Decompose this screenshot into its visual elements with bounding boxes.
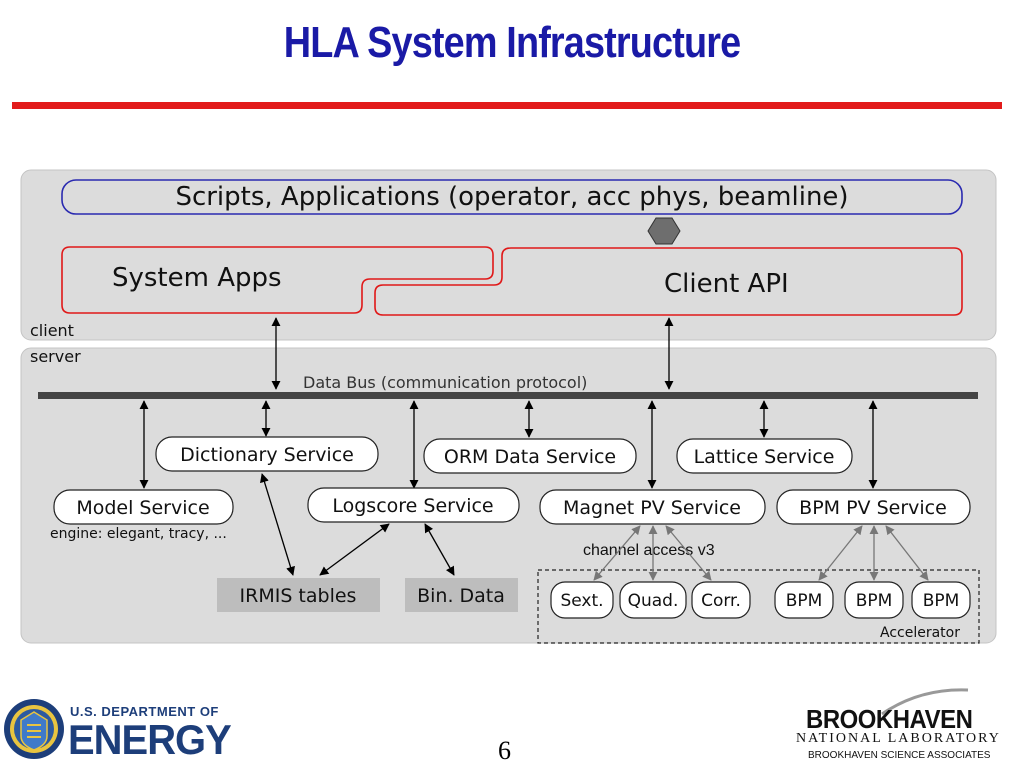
bnl-subtitle-text: NATIONAL LABORATORY <box>796 731 1001 746</box>
bpm-box-3 <box>911 581 971 619</box>
corrector-label: Corr. <box>701 591 741 611</box>
sextupole-box <box>550 581 614 619</box>
bnl-swoosh-icon <box>881 688 969 716</box>
dictionary-service-box <box>155 436 379 472</box>
bpm-pv-service-box <box>776 489 971 525</box>
lattice-service-box <box>676 438 853 474</box>
engine-note: engine: elegant, tracy, ... <box>50 526 227 542</box>
model-service-label: Model Service <box>76 497 209 519</box>
hla-architecture-diagram: Scripts, Applications (operator, acc phy… <box>20 169 997 644</box>
bpm-pv-service-label: BPM PV Service <box>799 497 947 519</box>
magnet-pv-service-label: Magnet PV Service <box>563 497 741 519</box>
logscore-irmis-arrow <box>319 523 390 576</box>
logscore-bindata-arrow <box>424 523 455 576</box>
accelerator-label: Accelerator <box>880 625 960 641</box>
channel-access-label: channel access v3 <box>583 542 715 559</box>
sextupole-label: Sext. <box>560 591 603 611</box>
bin-data-label: Bin. Data <box>417 585 505 607</box>
dictionary-irmis-arrow <box>260 473 295 576</box>
doe-energy-text: ENERGY <box>68 716 232 763</box>
bnl-associates-text: BROOKHAVEN SCIENCE ASSOCIATES <box>808 750 991 761</box>
scripts-applications-label: Scripts, Applications (operator, acc phy… <box>175 182 848 212</box>
scripts-applications-box <box>61 179 963 215</box>
bpm-pv-bpm1-arrow <box>818 525 863 581</box>
orm-data-service-label: ORM Data Service <box>444 446 616 468</box>
title-underline <box>12 102 1002 109</box>
accelerator-region <box>537 569 980 644</box>
data-bus-label: Data Bus (communication protocol) <box>303 373 587 392</box>
system-apps-box <box>61 246 494 314</box>
lattice-service-label: Lattice Service <box>694 446 835 468</box>
bin-data-box <box>405 578 518 612</box>
quadrupole-label: Quad. <box>628 591 679 611</box>
model-service-box <box>53 489 234 525</box>
page-number: 6 <box>498 736 511 765</box>
bnl-name-text: BROOKHAVEN <box>806 704 973 734</box>
quadrupole-box <box>619 581 687 619</box>
hexagon-connector-icon <box>647 217 681 245</box>
doe-seal-icon <box>4 699 64 759</box>
bpm-label-2: BPM <box>856 591 893 611</box>
magnet-pv-sext-arrow <box>593 525 641 581</box>
client-label: client <box>30 321 74 340</box>
slide-title: HLA System Infrastructure <box>283 18 741 67</box>
magnet-pv-service-box <box>539 489 766 525</box>
doe-department-text: U.S. DEPARTMENT OF <box>70 704 219 719</box>
irmis-tables-box <box>217 578 380 612</box>
data-bus <box>38 392 978 399</box>
corrector-box <box>691 581 751 619</box>
logscore-service-box <box>307 487 520 523</box>
irmis-tables-label: IRMIS tables <box>240 585 357 607</box>
bpm-label-1: BPM <box>786 591 823 611</box>
system-apps-label: System Apps <box>112 263 282 293</box>
magnet-pv-corr-arrow <box>665 525 712 581</box>
bpm-box-1 <box>774 581 834 619</box>
server-label: server <box>30 347 81 366</box>
client-api-label: Client API <box>664 269 789 299</box>
orm-data-service-box <box>423 438 637 474</box>
logscore-service-label: Logscore Service <box>332 495 493 517</box>
dictionary-service-label: Dictionary Service <box>180 444 354 466</box>
client-api-box <box>374 247 963 316</box>
bpm-label-3: BPM <box>923 591 960 611</box>
bpm-pv-bpm3-arrow <box>885 525 929 581</box>
bpm-box-2 <box>844 581 904 619</box>
